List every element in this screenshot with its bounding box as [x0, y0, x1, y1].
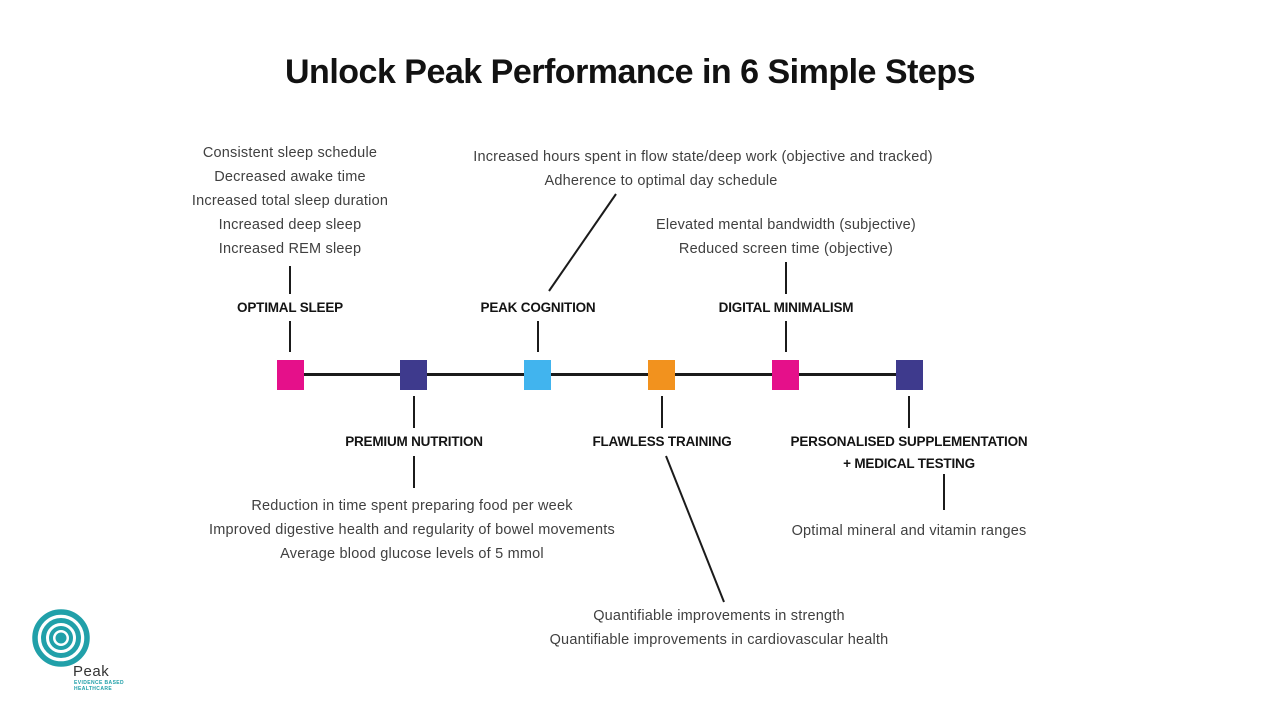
logo-dot: [55, 632, 67, 644]
outcome-text: Quantifiable improvements in strength: [593, 608, 845, 624]
outcomes-digital-minimalism: Elevated mental bandwidth (subjective) R…: [656, 213, 916, 261]
outcomes-peak-cognition-line2: Adherence to optimal day schedule: [544, 173, 778, 189]
logo-tagline: EVIDENCE BASED: [74, 680, 125, 686]
step-label-flawless-training: FLAWLESS TRAINING: [592, 434, 732, 449]
outcome-text: Quantifiable improvements in cardiovascu…: [549, 632, 889, 648]
logo-name: Peak: [73, 663, 110, 680]
step-label-peak-cognition: PEAK COGNITION: [480, 300, 596, 315]
outcome-text: Elevated mental bandwidth (subjective): [656, 217, 916, 233]
outcome-text: Improved digestive health and regularity…: [209, 522, 615, 538]
step-label-medical-testing: + MEDICAL TESTING: [843, 456, 975, 471]
milestone-square-premium-nutrition: [400, 360, 427, 390]
outcome-text: Average blood glucose levels of 5 mmol: [280, 546, 544, 562]
outcome-text: Increased total sleep duration: [191, 193, 389, 209]
step-label-premium-nutrition: PREMIUM NUTRITION: [345, 434, 483, 449]
outcome-text: Reduced screen time (objective): [678, 241, 894, 257]
milestone-square-digital-minimalism: [772, 360, 799, 390]
logo-ring: [49, 626, 73, 650]
outcome-text: Consistent sleep schedule: [202, 145, 378, 161]
logo-ring: [32, 609, 90, 667]
outcomes-optimal-sleep: Consistent sleep schedule Decreased awak…: [192, 141, 388, 261]
outcomes-peak-cognition-line1: Increased hours spent in flow state/deep…: [473, 149, 933, 165]
outcome-text: Increased deep sleep: [218, 217, 362, 233]
connector-line: [665, 455, 725, 603]
outcomes-premium-nutrition: Reduction in time spent preparing food p…: [209, 494, 615, 566]
step-label-digital-minimalism: DIGITAL MINIMALISM: [718, 300, 854, 315]
outcomes-personalised-supplementation: Optimal mineral and vitamin ranges: [791, 523, 1027, 539]
page-title: Unlock Peak Performance in 6 Simple Step…: [285, 53, 976, 91]
peak-logo-icon: [32, 609, 90, 667]
milestone-square-optimal-sleep: [277, 360, 304, 390]
milestone-square-peak-cognition: [524, 360, 551, 390]
logo-tagline: HEALTHCARE: [74, 686, 113, 692]
step-label-optimal-sleep: OPTIMAL SLEEP: [237, 300, 343, 315]
milestone-square-personalised-supplementation: [896, 360, 923, 390]
outcome-text: Reduction in time spent preparing food p…: [251, 498, 573, 514]
connector-line: [548, 193, 617, 292]
step-label-personalised-supplementation: PERSONALISED SUPPLEMENTATION: [790, 434, 1028, 449]
outcome-text: Decreased awake time: [214, 169, 366, 185]
logo-ring: [41, 618, 81, 658]
milestone-square-flawless-training: [648, 360, 675, 390]
outcome-text: Increased REM sleep: [218, 241, 362, 257]
outcomes-flawless-training: Quantifiable improvements in strength Qu…: [550, 604, 889, 652]
